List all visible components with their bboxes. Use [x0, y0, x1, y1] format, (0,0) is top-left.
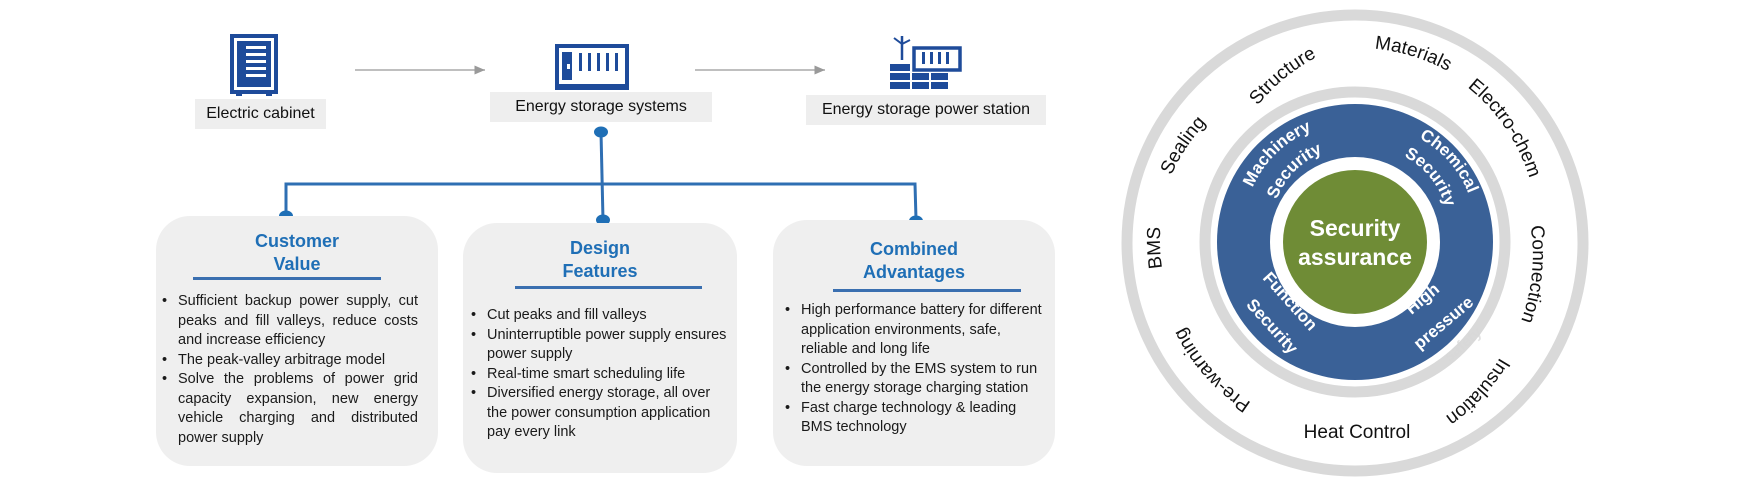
center-label-line2: assurance: [1298, 244, 1412, 270]
card-title-line: Advantages: [862, 262, 966, 282]
card-bullet-list: Sufficient backup power supply, cut peak…: [160, 292, 418, 448]
outer-label-heat-control: Heat Control: [1304, 422, 1411, 443]
card-divider: [515, 286, 702, 289]
flow-label-electric-cabinet: Electric cabinet: [195, 99, 326, 129]
card-title-line: Design: [569, 238, 630, 258]
list-item: Real-time smart scheduling life: [469, 365, 731, 385]
list-item: The peak-valley arbitrage model: [160, 351, 418, 371]
battery-container-icon: [555, 44, 629, 90]
connector-dot-middle: [596, 214, 610, 226]
list-item: Solve the problems of power grid capacit…: [160, 370, 418, 448]
card-customer-value: Customer Value Sufficient backup power s…: [156, 216, 438, 466]
card-divider: [193, 277, 381, 280]
wind-power-station-icon: [890, 36, 962, 89]
card-title-line: Features: [562, 261, 638, 281]
list-item: Sufficient backup power supply, cut peak…: [160, 292, 418, 351]
card-title-line: Combined: [870, 239, 958, 259]
list-item: High performance battery for different a…: [783, 301, 1051, 360]
card-combined-advantages: Combined Advantages High performance bat…: [773, 220, 1055, 466]
tree-connector: [284, 131, 918, 221]
flow-label-energy-storage-power-station: Energy storage power station: [806, 95, 1046, 125]
card-title: Customer Value: [156, 230, 438, 276]
flow-label-energy-storage-systems: Energy storage systems: [490, 92, 712, 122]
connector-dot-top: [594, 126, 608, 138]
center-label-line1: Security: [1310, 215, 1401, 241]
card-title: Design Features: [463, 237, 737, 283]
card-bullet-list: High performance battery for different a…: [783, 301, 1051, 438]
card-title: Combined Advantages: [773, 238, 1055, 284]
outer-label-bms: BMS: [1144, 227, 1167, 271]
list-item: Fast charge technology & leading BMS tec…: [783, 399, 1051, 438]
center-disc: [1283, 170, 1427, 314]
list-item: Uninterruptible power supply ensures pow…: [469, 326, 731, 365]
list-item: Controlled by the EMS system to run the …: [783, 360, 1051, 399]
card-design-features: Design Features Cut peaks and fill valle…: [463, 223, 737, 473]
server-cabinet-icon: [230, 34, 278, 96]
card-bullet-list: Cut peaks and fill valleys Uninterruptib…: [469, 306, 731, 443]
list-item: Cut peaks and fill valleys: [469, 306, 731, 326]
list-item: Diversified energy storage, all over the…: [469, 384, 731, 443]
card-title-line: Customer: [254, 231, 339, 251]
card-divider: [833, 289, 1021, 292]
card-title-line: Value: [273, 254, 321, 274]
